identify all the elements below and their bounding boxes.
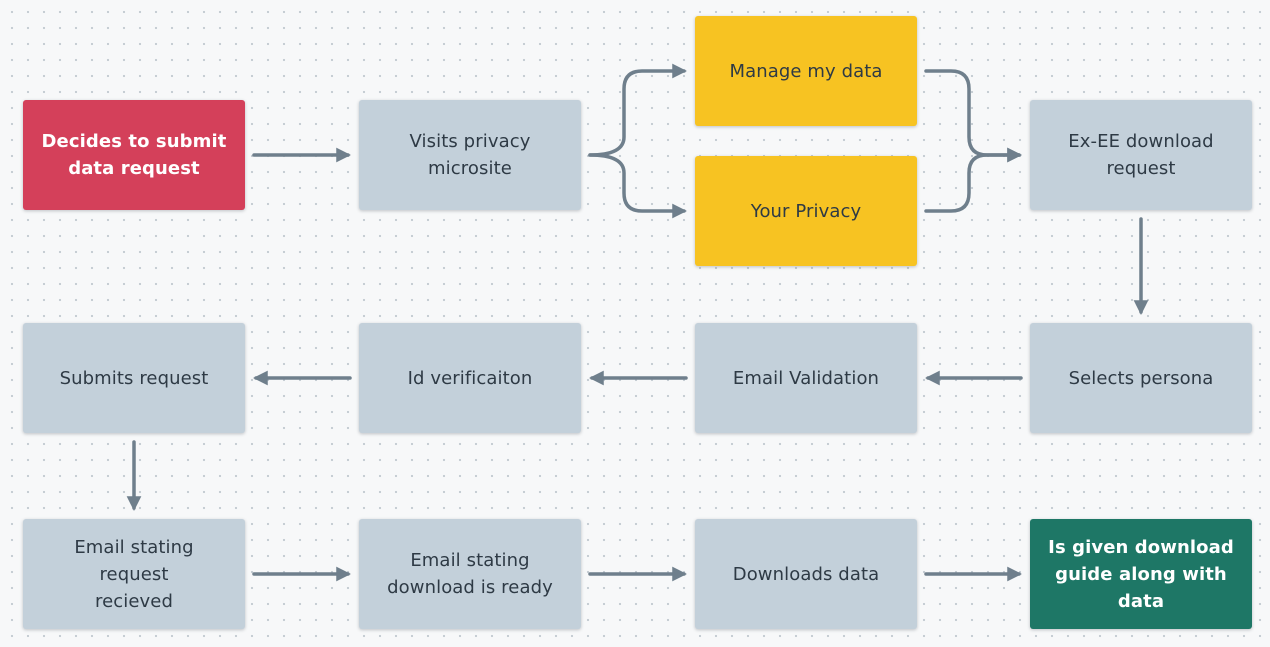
node-email-request-received[interactable]: Email stating request recieved (23, 519, 245, 629)
node-label: Email stating download is ready (387, 550, 553, 598)
connector-visits-privacy-microsite-to-manage-my-data (588, 63, 687, 157)
node-manage-my-data[interactable]: Manage my data (695, 16, 917, 126)
node-label: Your Privacy (750, 200, 862, 222)
node-id-verification[interactable]: Id verificaiton (359, 323, 581, 433)
node-label: Email stating request recieved (74, 536, 194, 612)
node-decides-to-submit[interactable]: Decides to submit data request (23, 100, 245, 210)
node-label: Is given download guide along with data (1048, 536, 1234, 612)
node-selects-persona[interactable]: Selects persona (1030, 323, 1252, 433)
node-label: Id verificaiton (407, 367, 533, 389)
node-your-privacy[interactable]: Your Privacy (695, 156, 917, 266)
node-label: Decides to submit data request (41, 131, 227, 179)
node-ex-ee-download-request[interactable]: Ex-EE download request (1030, 100, 1252, 210)
connector-manage-my-data-to-ex-ee-download-request (924, 69, 1022, 163)
node-label: Email Validation (732, 367, 880, 389)
node-label: Manage my data (729, 60, 883, 82)
connector-your-privacy-to-ex-ee-download-request (924, 147, 1022, 213)
node-label: Submits request (59, 367, 209, 389)
node-label: Ex-EE download request (1068, 131, 1214, 179)
node-email-download-ready[interactable]: Email stating download is ready (359, 519, 581, 629)
node-label: Selects persona (1068, 367, 1214, 389)
node-email-validation[interactable]: Email Validation (695, 323, 917, 433)
node-visits-privacy-microsite[interactable]: Visits privacy microsite (359, 100, 581, 210)
node-downloads-data[interactable]: Downloads data (695, 519, 917, 629)
connector-visits-privacy-microsite-to-your-privacy (588, 153, 687, 219)
node-label: Downloads data (732, 563, 880, 585)
node-given-download-guide[interactable]: Is given download guide along with data (1030, 519, 1252, 629)
node-submits-request[interactable]: Submits request (23, 323, 245, 433)
node-label: Visits privacy microsite (409, 131, 531, 179)
